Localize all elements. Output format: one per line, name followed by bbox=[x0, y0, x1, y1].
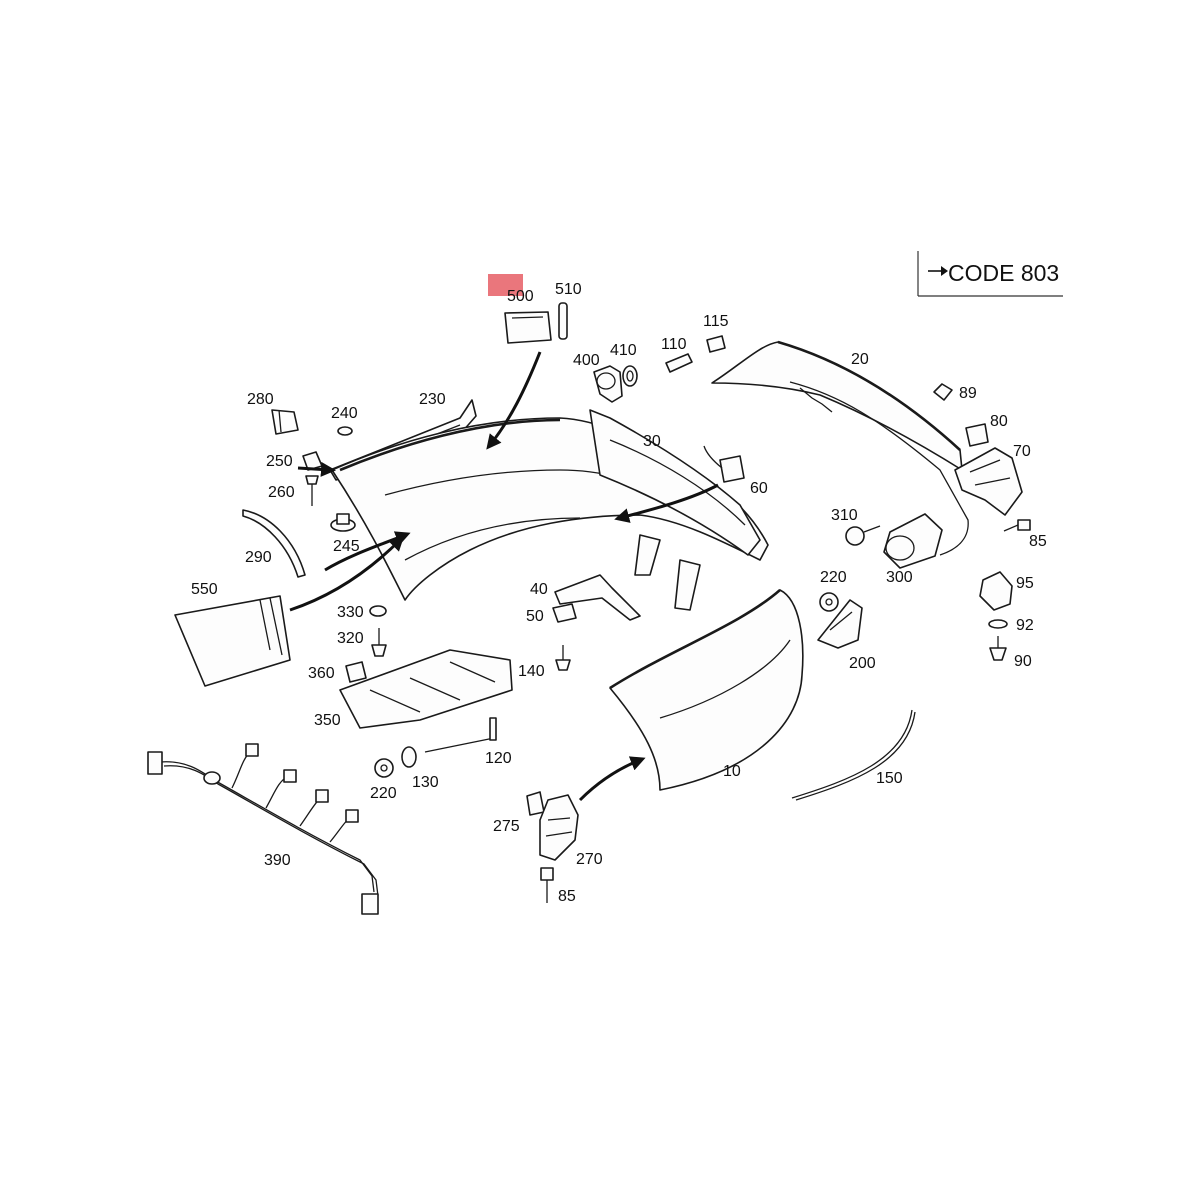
label-290: 290 bbox=[245, 549, 272, 566]
part-92-washer bbox=[988, 619, 1008, 629]
label-350: 350 bbox=[314, 712, 341, 729]
label-50: 50 bbox=[526, 608, 544, 625]
label-85-top: 85 bbox=[1029, 533, 1047, 550]
part-280-bracket bbox=[271, 409, 299, 435]
part-200-bracket bbox=[817, 599, 863, 649]
part-90-screw bbox=[989, 636, 1007, 661]
label-250: 250 bbox=[266, 453, 293, 470]
label-320: 320 bbox=[337, 630, 364, 647]
part-10-lower-bumper bbox=[609, 589, 804, 791]
part-50-clip bbox=[552, 603, 577, 623]
part-410-ring bbox=[622, 365, 638, 387]
code-box: CODE 803 bbox=[917, 251, 1063, 297]
label-300: 300 bbox=[886, 569, 913, 586]
label-60: 60 bbox=[750, 480, 768, 497]
part-220-nut-left bbox=[374, 758, 394, 778]
label-550: 550 bbox=[191, 581, 218, 598]
part-110-clip bbox=[665, 353, 693, 373]
label-30: 30 bbox=[643, 433, 661, 450]
part-270-bracket bbox=[539, 794, 579, 861]
part-40-bracket bbox=[554, 574, 641, 621]
label-80: 80 bbox=[990, 413, 1008, 430]
part-115-clip bbox=[706, 335, 726, 353]
part-400-sensor bbox=[593, 365, 623, 403]
label-40: 40 bbox=[530, 581, 548, 598]
label-95: 95 bbox=[1016, 575, 1034, 592]
center-brackets bbox=[634, 534, 701, 611]
part-95-clip bbox=[979, 571, 1013, 611]
part-60-sensor bbox=[703, 445, 745, 483]
part-500-cover bbox=[504, 311, 552, 344]
label-120: 120 bbox=[485, 750, 512, 767]
part-320-screw bbox=[371, 628, 387, 657]
part-550-panel bbox=[174, 595, 291, 687]
label-150: 150 bbox=[876, 770, 903, 787]
part-150-strip bbox=[791, 709, 916, 801]
label-10: 10 bbox=[723, 763, 741, 780]
part-245-grommet bbox=[330, 513, 356, 532]
part-80-retainer bbox=[965, 423, 989, 447]
label-360: 360 bbox=[308, 665, 335, 682]
label-230: 230 bbox=[419, 391, 446, 408]
part-290-strip bbox=[242, 509, 306, 578]
part-120-rod bbox=[424, 717, 497, 753]
label-270: 270 bbox=[576, 851, 603, 868]
part-70-bracket bbox=[954, 447, 1023, 516]
part-89-clip bbox=[933, 383, 953, 401]
part-85-pin-top bbox=[1003, 519, 1031, 532]
part-labels: 500 510 400 410 110 115 20 89 80 70 280 … bbox=[191, 281, 1047, 905]
label-140: 140 bbox=[518, 663, 545, 680]
label-20: 20 bbox=[851, 351, 869, 368]
part-260-screw bbox=[305, 475, 319, 506]
label-85-bottom: 85 bbox=[558, 888, 576, 905]
label-275: 275 bbox=[493, 818, 520, 835]
label-115: 115 bbox=[703, 313, 729, 330]
part-220-nut-right bbox=[819, 592, 839, 612]
label-130: 130 bbox=[412, 774, 439, 791]
label-240: 240 bbox=[331, 405, 358, 422]
label-220-right: 220 bbox=[820, 569, 847, 586]
part-390-harness bbox=[147, 743, 379, 915]
part-20-spoiler bbox=[711, 340, 969, 556]
label-110: 110 bbox=[661, 336, 687, 353]
label-200: 200 bbox=[849, 655, 876, 672]
label-220-left: 220 bbox=[370, 785, 397, 802]
part-330-nut bbox=[369, 605, 387, 617]
part-360-nut bbox=[345, 661, 367, 683]
label-92: 92 bbox=[1016, 617, 1034, 634]
label-330: 330 bbox=[337, 604, 364, 621]
part-30-bracket bbox=[589, 409, 761, 556]
label-510: 510 bbox=[555, 281, 582, 298]
label-280: 280 bbox=[247, 391, 274, 408]
label-245: 245 bbox=[333, 538, 360, 555]
code-label: CODE 803 bbox=[948, 260, 1059, 286]
label-410: 410 bbox=[610, 342, 637, 359]
assembly-arrows bbox=[289, 351, 719, 802]
label-70: 70 bbox=[1013, 443, 1031, 460]
label-390: 390 bbox=[264, 852, 291, 869]
label-260: 260 bbox=[268, 484, 295, 501]
part-275-clip bbox=[526, 791, 545, 816]
part-85-pin-bottom bbox=[540, 867, 554, 903]
part-510-strip bbox=[558, 302, 568, 340]
label-400: 400 bbox=[573, 352, 600, 369]
label-310: 310 bbox=[831, 507, 858, 524]
part-240-nut bbox=[337, 426, 353, 436]
label-89: 89 bbox=[959, 385, 977, 402]
label-500: 500 bbox=[507, 288, 534, 305]
part-140-screw bbox=[555, 645, 571, 671]
part-350-undertray bbox=[339, 649, 513, 729]
label-90: 90 bbox=[1014, 653, 1032, 670]
part-300-lamp bbox=[883, 513, 943, 569]
highlight-marker bbox=[488, 274, 523, 296]
part-310-screw bbox=[845, 525, 881, 546]
part-130-washer bbox=[401, 746, 417, 768]
